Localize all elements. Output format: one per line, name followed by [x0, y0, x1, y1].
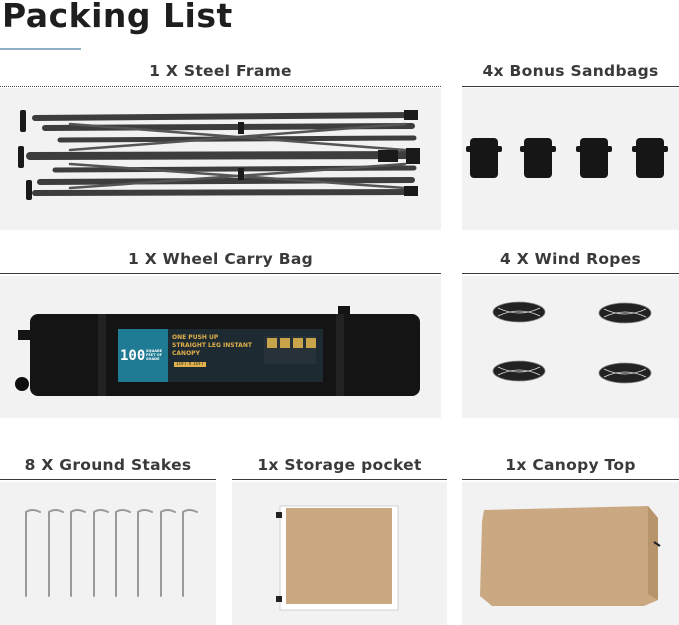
wind-ropes-image	[492, 301, 652, 384]
steel-frame-label: 1 X Steel Frame	[149, 62, 292, 80]
bag-print-number: 100	[120, 348, 146, 364]
sandbags-panel	[462, 88, 679, 230]
ground-stakes-rule	[0, 479, 216, 480]
bag-print-caption: SQUARE FEET OF SHADE	[146, 349, 163, 361]
steel-frame-image	[18, 110, 420, 200]
wind-ropes-panel	[462, 276, 679, 418]
carry-bag-image	[15, 306, 420, 396]
carry-bag-rule	[0, 273, 441, 274]
title-underline	[0, 48, 81, 50]
steel-frame-rule	[0, 86, 441, 87]
sandbags-image	[466, 138, 668, 178]
bag-print-heading-3: CANOPY	[172, 350, 200, 357]
bag-print-heading-2: STRAIGHT LEG INSTANT	[172, 342, 252, 349]
wind-ropes-label: 4 X Wind Ropes	[499, 250, 642, 268]
ground-stakes-panel	[0, 482, 216, 625]
steel-frame-panel	[0, 88, 441, 230]
storage-pocket-label: 1x Storage pocket	[257, 456, 422, 474]
storage-pocket-rule	[232, 479, 447, 480]
carry-bag-panel: 100 SQUARE FEET OF SHADE ONE PUSH UP STR…	[0, 276, 441, 418]
wind-ropes-rule	[462, 273, 679, 274]
bag-print-size: 10FT X 10FT	[174, 362, 206, 367]
canopy-top-label: 1x Canopy Top	[505, 456, 636, 474]
page-title: Packing List	[2, 0, 233, 35]
canopy-top-rule	[462, 479, 679, 480]
canopy-top-panel	[462, 482, 679, 625]
carry-bag-label: 1 X Wheel Carry Bag	[127, 250, 314, 268]
bag-print-heading-1: ONE PUSH UP	[172, 334, 219, 341]
storage-pocket-panel	[232, 482, 447, 625]
canopy-top-image	[480, 506, 661, 606]
sandbags-rule	[462, 86, 679, 87]
ground-stakes-label: 8 X Ground Stakes	[24, 456, 192, 474]
sandbags-label: 4x Bonus Sandbags	[482, 62, 659, 80]
storage-pocket-image	[276, 505, 399, 611]
ground-stakes-image	[25, 509, 198, 597]
